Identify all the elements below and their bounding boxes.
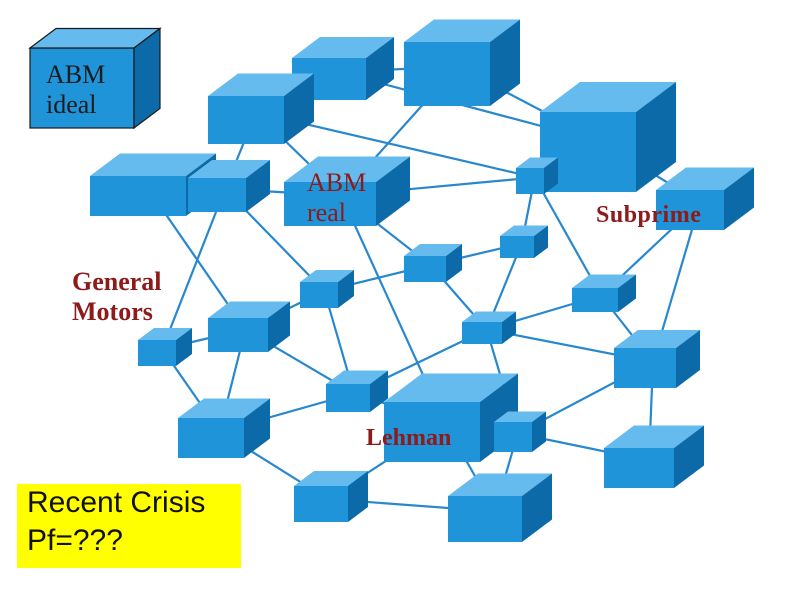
callout-line1: Recent Crisis (27, 486, 206, 519)
cube-left-bottom (178, 398, 270, 458)
cube-bottom-center (448, 473, 552, 542)
cube-gm-left (188, 160, 270, 212)
cube-center-upper (404, 244, 462, 282)
general-motors-label: General Motors (72, 267, 162, 327)
cube-bottom-left (294, 471, 368, 522)
cube-mid-left (208, 73, 314, 144)
cube-top-center (404, 19, 520, 106)
abm-real-label: ABM real (307, 168, 366, 228)
recent-crisis-callout: Recent Crisis Pf=??? (17, 484, 241, 568)
callout-line2: Pf=??? (27, 524, 123, 557)
general-motors-line1: General (72, 267, 162, 296)
cube-right-low (614, 330, 700, 388)
cube-gm (208, 301, 290, 352)
cube-lehman-left (326, 370, 388, 412)
cube-upper-right (540, 82, 676, 192)
abm-ideal-line1: ABM (46, 60, 106, 89)
cube-left-low (138, 328, 192, 366)
cube-lehman-right (494, 411, 546, 452)
abm-ideal-label: ABM ideal (46, 60, 105, 120)
cube-center (462, 311, 516, 344)
cube-ideal (28, 27, 162, 130)
lehman-label: Lehman (366, 425, 452, 451)
cube-center-small (500, 225, 548, 258)
cube-small-upper-right (516, 157, 558, 194)
general-motors-line2: Motors (72, 296, 153, 326)
cube-right-mid (572, 274, 636, 312)
abm-real-line1: ABM (307, 168, 367, 197)
abm-real-line2: real (307, 197, 346, 227)
cube-real (284, 156, 410, 226)
cube-right-edge (656, 167, 754, 230)
cube-right-bottom (604, 425, 704, 488)
network-link (161, 188, 227, 350)
cube-left-small (300, 270, 354, 308)
subprime-label: Subprime (596, 202, 702, 228)
abm-ideal-line2: ideal (46, 89, 97, 119)
